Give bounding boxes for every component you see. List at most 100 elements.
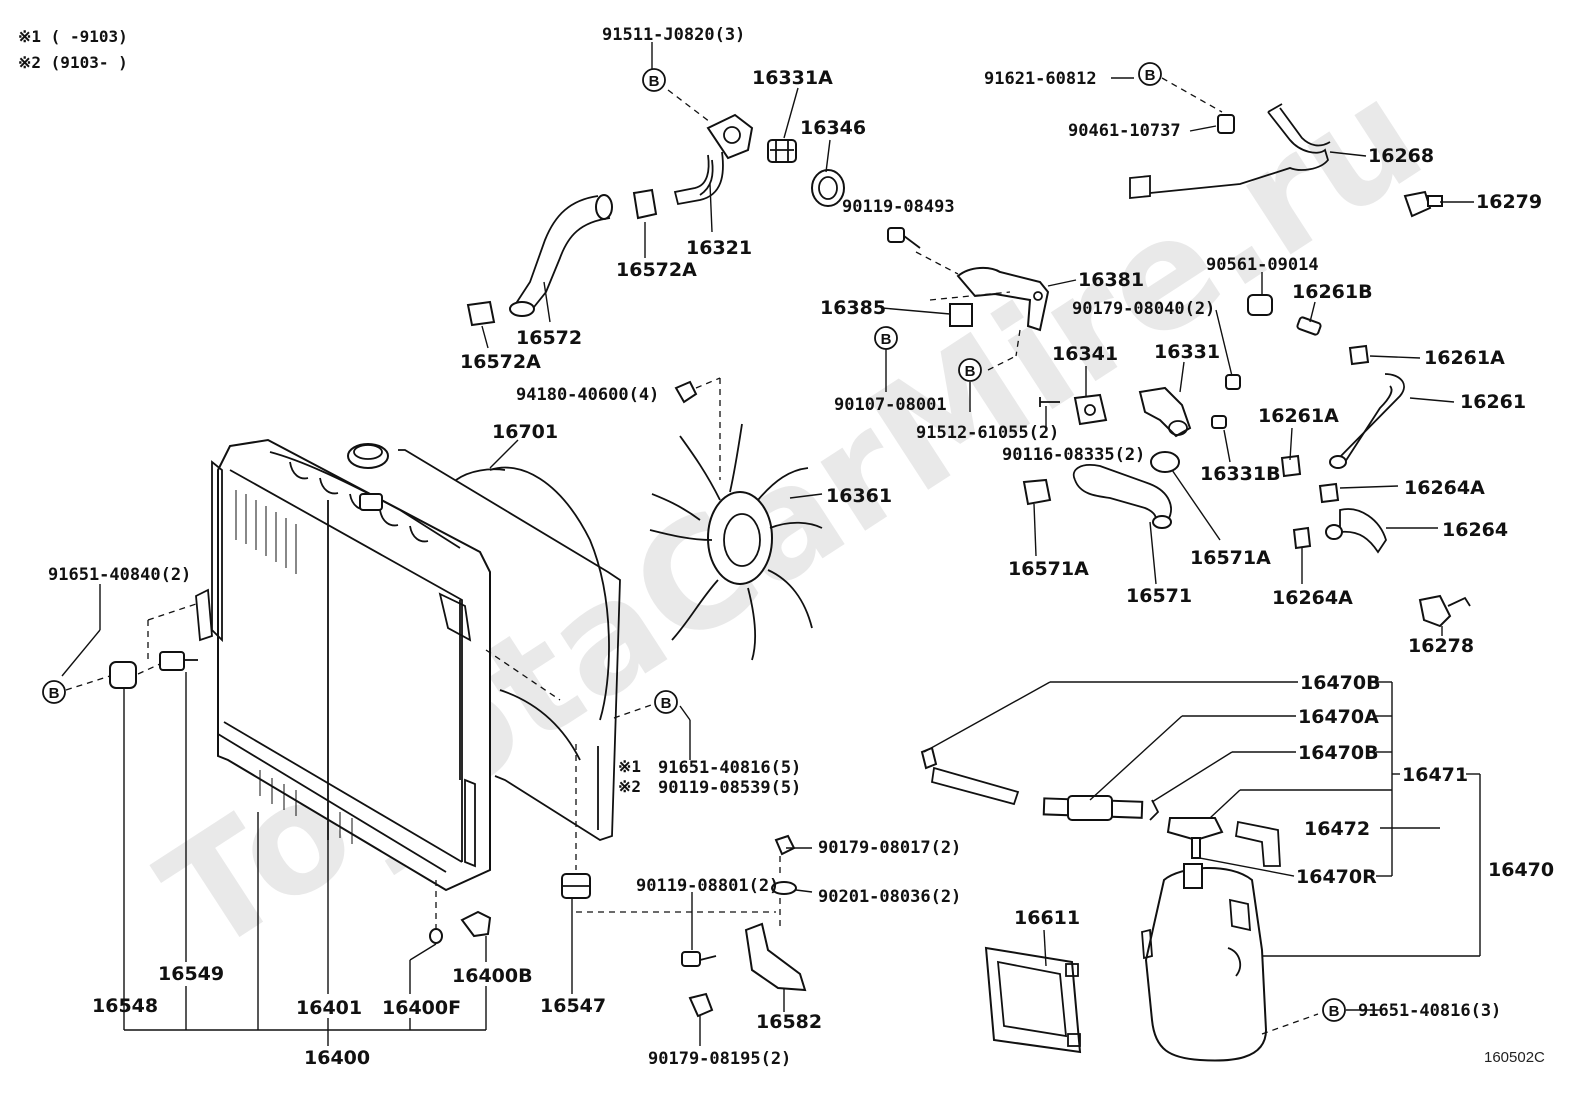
cushion-16548 [109,661,137,689]
label-16264A-b: 16264A [1272,587,1353,609]
mount-bracket-left [195,588,213,642]
bolt-16549 [159,651,198,671]
nut-90179-08017 [774,834,796,856]
stud-91512-61055 [1039,397,1060,407]
label-90119-08801: 90119-08801(2) [636,876,779,896]
part-labels: 91511-J0820(3) 16331A 16346 91621-60812 … [48,25,1554,1069]
label-16261A-a: 16261A [1424,347,1505,369]
radiator-cap [347,443,389,469]
label-16701: 16701 [492,421,558,443]
water-outlet-16321 [673,113,754,206]
label-16279: 16279 [1476,191,1542,213]
label-mark-2: ※2 [618,777,641,796]
label-16331A: 16331A [752,67,833,89]
label-90461-10737: 90461-10737 [1068,121,1181,141]
cushion-16547 [561,873,591,899]
label-16400F: 16400F [382,997,461,1019]
label-16261B: 16261B [1292,281,1373,303]
nut-90179-08040 [1225,374,1241,390]
label-16547: 16547 [540,995,606,1017]
bolt-mark-b-6: B [654,690,678,714]
bolt-mark-b-2: B [1138,62,1162,86]
o-ring-16400F [429,928,443,944]
bolt-mark-b-3: B [874,326,898,350]
clamp-16261A-top [1348,344,1370,366]
hose-16470A [1042,795,1144,821]
note-production-1: ※1 ( -9103) [18,27,128,46]
hose-clamp-16572A-top [632,188,658,220]
label-16268: 16268 [1368,145,1434,167]
label-90179-08195: 90179-08195(2) [648,1049,791,1069]
label-16548: 16548 [92,995,158,1017]
svg-text:B: B [881,331,892,348]
clamp-16264A-bottom [1292,526,1312,550]
label-16471: 16471 [1402,764,1468,786]
clamp-16261A-mid [1280,454,1302,478]
bolt-mark-b-1: B [642,68,666,92]
drain-cock-16331B [1211,415,1227,429]
fan-shroud-16701 [398,449,621,841]
label-16470B-a: 16470B [1300,672,1381,694]
svg-text:B: B [1329,1003,1340,1020]
svg-text:B: B [1145,67,1156,84]
spacer-16385 [949,303,973,327]
label-16571: 16571 [1126,585,1192,607]
label-16571A-a: 16571A [1008,558,1089,580]
clamp-16264A-top [1318,482,1340,504]
label-91651-40816-3: 91651-40816(3) [1358,1001,1501,1021]
label-16264A-a: 16264A [1404,477,1485,499]
pipe-clamp-90461 [1217,114,1235,134]
valve-16278 [1418,594,1471,628]
label-16321: 16321 [686,237,752,259]
cap-90561-09014 [1247,294,1273,316]
label-16331B: 16331B [1200,463,1281,485]
svg-text:B: B [49,685,60,702]
label-16264: 16264 [1442,519,1508,541]
label-16470: 16470 [1488,859,1554,881]
hose-16470B-upper [920,746,1020,806]
label-16400: 16400 [304,1047,370,1069]
label-16346: 16346 [800,117,866,139]
label-mark-1: ※1 [618,757,641,776]
bracket-16381 [956,266,1050,332]
label-16611: 16611 [1014,907,1080,929]
washer-90201-08036 [771,881,797,895]
label-90179-08040: 90179-08040(2) [1072,299,1215,319]
nut-94180-40600 [674,380,698,404]
label-90116-08335: 90116-08335(2) [1002,445,1145,465]
hose-16264 [1325,508,1387,554]
bypass-pipe-16268 [1129,103,1331,199]
union-16279 [1403,190,1443,218]
radiator-16401 [211,438,491,892]
hose-16261 [1329,373,1405,469]
clip-16470B [1149,799,1160,821]
label-16331: 16331 [1154,341,1220,363]
label-16549: 16549 [158,963,224,985]
bracket-16582 [744,922,807,992]
label-90201-08036: 90201-08036(2) [818,887,961,907]
bolt-mark-b-4: B [958,358,982,382]
tank-bracket-16611 [984,946,1082,1054]
drain-cock-16400B [460,910,492,938]
label-16401: 16401 [296,997,362,1019]
label-16572A-top: 16572A [616,259,697,281]
label-16385: 16385 [820,297,886,319]
reservoir-tank-16470 [1141,863,1268,1062]
cap-16470R [1166,817,1224,859]
label-16572: 16572 [516,327,582,349]
hose-16472 [1234,820,1281,867]
svg-text:B: B [649,73,660,90]
label-90179-08017: 90179-08017(2) [818,838,961,858]
label-90107-08001: 90107-08001 [834,395,947,415]
nut-90179-08195 [688,992,714,1018]
bolt-mark-b-7: B [1322,998,1346,1022]
label-91651-40840: 91651-40840(2) [48,565,191,585]
lower-hose-16571 [1072,464,1172,529]
thermostat-16331A [767,139,797,163]
label-91512-61055: 91512-61055(2) [916,423,1059,443]
label-16472: 16472 [1304,818,1370,840]
label-16470A: 16470A [1298,706,1379,728]
label-94180-40600: 94180-40600(4) [516,385,659,405]
diagram-code: 160502C [1484,1049,1545,1066]
